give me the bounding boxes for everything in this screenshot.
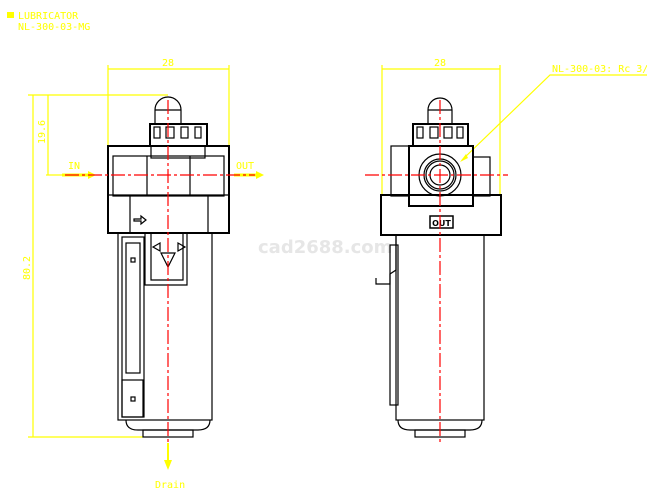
dim-height-total: 80.2	[22, 256, 33, 280]
watermark: cad2688.com	[258, 237, 392, 258]
title-marker-icon	[7, 12, 14, 18]
out-badge-label: OUT	[432, 219, 451, 228]
dim-height-port: 19.6	[37, 120, 48, 144]
side-view: 28 NL-300-03: Rc 3/8" OUT	[365, 58, 647, 445]
dim-width-front: 28	[162, 58, 174, 69]
drain-arrow-icon	[164, 460, 172, 470]
front-view: 28 80.2 19.6 IN OUT	[22, 58, 264, 491]
out-arrow-icon	[256, 171, 264, 179]
title-line1: LUBRICATOR	[18, 11, 79, 22]
dim-width-side: 28	[434, 58, 446, 69]
out-label: OUT	[236, 161, 254, 172]
title-line2: NL-300-03-MG	[18, 22, 90, 33]
drain-label: Drain	[155, 480, 185, 491]
port-callout: NL-300-03: Rc 3/8"	[552, 64, 647, 75]
in-label: IN	[68, 161, 80, 172]
out-badge	[429, 215, 454, 229]
